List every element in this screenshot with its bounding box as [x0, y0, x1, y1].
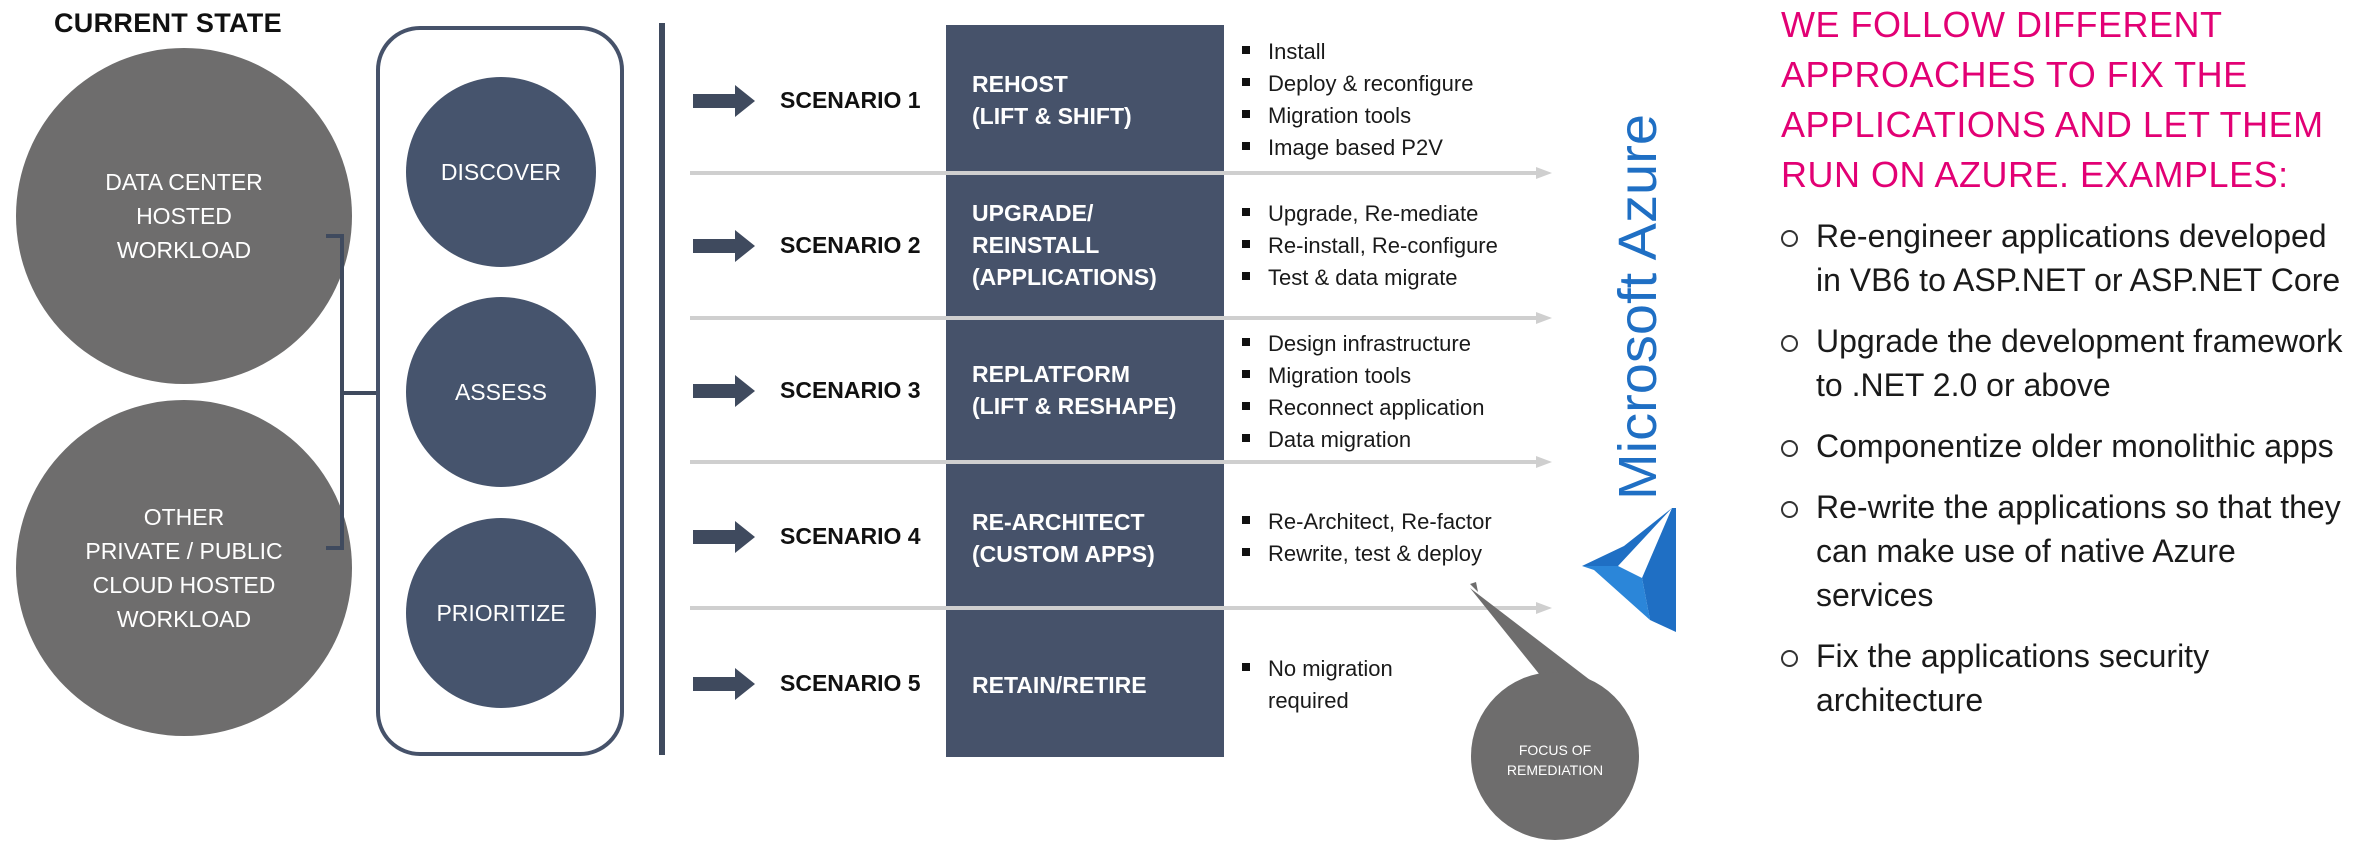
phase-assess: ASSESS: [406, 297, 596, 487]
arrow-right-icon: [693, 521, 755, 553]
arrow-right-icon: [693, 230, 755, 262]
title-line: APPLICATIONS AND LET THEM: [1781, 104, 2324, 145]
source-line: WORKLOAD: [116, 606, 252, 632]
example-text: Re-write the applications so that they c…: [1816, 489, 2341, 613]
list-item: Re-write the applications so that they c…: [1780, 485, 2360, 617]
source-line: DATA CENTER: [105, 169, 263, 195]
scenario-2-bullets: Upgrade, Re-mediate Re-install, Re-confi…: [1240, 198, 1498, 294]
example-text: Re-engineer applications developed in VB…: [1816, 218, 2341, 298]
list-item: Upgrade, Re-mediate: [1240, 198, 1498, 230]
title-line: RE-ARCHITECT: [972, 509, 1145, 535]
example-text: Componentize older monolithic apps: [1816, 428, 2334, 464]
source-cloud: OTHER PRIVATE / PUBLIC CLOUD HOSTED WORK…: [16, 400, 352, 736]
title-line: REPLATFORM: [972, 361, 1131, 387]
title-line: WE FOLLOW DIFFERENT: [1781, 4, 2223, 45]
scenario-3-bullets: Design infrastructure Migration tools Re…: [1240, 328, 1484, 456]
list-item: Data migration: [1240, 424, 1484, 456]
scenario-5-bullets: No migration required: [1240, 653, 1393, 717]
separator-arrow: [690, 167, 1552, 179]
connector-bottom: [326, 546, 344, 550]
title-line: RUN ON AZURE. EXAMPLES:: [1781, 154, 2289, 195]
scenario-3-label: SCENARIO 3: [780, 377, 921, 403]
list-item: Re-install, Re-configure: [1240, 230, 1498, 262]
source-line: WORKLOAD: [116, 237, 252, 263]
title-line: RETAIN/RETIRE: [972, 672, 1147, 698]
ring-bullet-icon: [1781, 501, 1798, 518]
separator-arrow: [690, 456, 1552, 468]
phase-label: ASSESS: [454, 378, 548, 405]
ring-bullet-icon: [1781, 335, 1798, 352]
title-line: (CUSTOM APPS): [972, 541, 1155, 567]
scenario-2-label: SCENARIO 2: [780, 232, 921, 258]
source-line: CLOUD HOSTED: [92, 572, 276, 598]
azure-logo-icon: [1582, 508, 1676, 632]
scenario-divider: [659, 23, 665, 755]
connector-top: [326, 234, 344, 238]
source-line: HOSTED: [136, 203, 232, 229]
list-item: Upgrade the development framework to .NE…: [1780, 319, 2360, 407]
microsoft-azure-wordmark: Microsoft Azure: [1612, 114, 1662, 500]
title-line: REINSTALL: [972, 232, 1100, 258]
source-data-center: DATA CENTER HOSTED WORKLOAD: [16, 48, 352, 384]
list-item: Rewrite, test & deploy: [1240, 538, 1492, 570]
list-item: Componentize older monolithic apps: [1780, 424, 2360, 468]
title-line: APPROACHES TO FIX THE: [1781, 54, 2248, 95]
title-line: UPGRADE/: [972, 200, 1094, 226]
arrow-right-icon: [693, 375, 755, 407]
list-item: Re-Architect, Re-factor: [1240, 506, 1492, 538]
list-item: Test & data migrate: [1240, 262, 1498, 294]
title-line: (LIFT & SHIFT): [972, 103, 1132, 129]
phase-label: DISCOVER: [440, 158, 562, 185]
scenario-5-label: SCENARIO 5: [780, 670, 921, 696]
connector-middle: [340, 391, 378, 395]
separator-arrow: [690, 602, 1552, 614]
list-item: Deploy & reconfigure: [1240, 68, 1473, 100]
scenario-5-title: RETAIN/RETIRE: [972, 669, 1147, 701]
list-item: Image based P2V: [1240, 132, 1473, 164]
phase-prioritize: PRIORITIZE: [406, 518, 596, 708]
example-text: Fix the applications security architectu…: [1816, 638, 2210, 718]
phase-container: [376, 26, 624, 756]
scenario-1-bullets: Install Deploy & reconfigure Migration t…: [1240, 36, 1473, 164]
list-item: No migration: [1240, 653, 1393, 685]
focus-line: FOCUS OF: [1518, 742, 1592, 758]
list-item: Migration tools: [1240, 360, 1484, 392]
list-item: required: [1268, 688, 1349, 713]
list-item: Install: [1240, 36, 1473, 68]
scenario-2-title: UPGRADE/ REINSTALL (APPLICATIONS): [972, 197, 1157, 293]
focus-line: REMEDIATION: [1506, 762, 1604, 778]
title-line: (APPLICATIONS): [972, 264, 1157, 290]
list-item: Fix the applications security architectu…: [1780, 634, 2360, 722]
approach-title: WE FOLLOW DIFFERENT APPROACHES TO FIX TH…: [1781, 0, 2341, 200]
current-state-heading: CURRENT STATE: [54, 8, 282, 38]
example-text: Upgrade the development framework to .NE…: [1816, 323, 2343, 403]
scenario-3-title: REPLATFORM (LIFT & RESHAPE): [972, 358, 1176, 422]
ring-bullet-icon: [1781, 230, 1798, 247]
phase-label: PRIORITIZE: [436, 599, 566, 626]
source-line: PRIVATE / PUBLIC: [85, 538, 283, 564]
phase-discover: DISCOVER: [406, 77, 596, 267]
ring-bullet-icon: [1781, 650, 1798, 667]
list-item: Migration tools: [1240, 100, 1473, 132]
arrow-right-icon: [693, 668, 755, 700]
scenario-4-title: RE-ARCHITECT (CUSTOM APPS): [972, 506, 1155, 570]
examples-list: Re-engineer applications developed in VB…: [1780, 214, 2360, 739]
scenario-4-bullets: Re-Architect, Re-factor Rewrite, test & …: [1240, 506, 1492, 570]
scenario-1-title: REHOST (LIFT & SHIFT): [972, 68, 1132, 132]
scenario-title-column: [946, 25, 1224, 757]
source-line: OTHER: [143, 504, 225, 530]
separator-arrow: [690, 312, 1552, 324]
scenario-1-label: SCENARIO 1: [780, 87, 921, 113]
title-line: (LIFT & RESHAPE): [972, 393, 1177, 419]
list-item: Re-engineer applications developed in VB…: [1780, 214, 2360, 302]
list-item: Design infrastructure: [1240, 328, 1484, 360]
scenario-4-label: SCENARIO 4: [780, 523, 921, 549]
list-item: Reconnect application: [1240, 392, 1484, 424]
arrow-right-icon: [693, 85, 755, 117]
focus-callout-text: FOCUS OF REMEDIATION: [1480, 740, 1630, 780]
azure-wordmark-text: Microsoft Azure: [1612, 114, 1662, 500]
title-line: REHOST: [972, 71, 1068, 97]
focus-callout: [1470, 582, 1639, 840]
ring-bullet-icon: [1781, 440, 1798, 457]
